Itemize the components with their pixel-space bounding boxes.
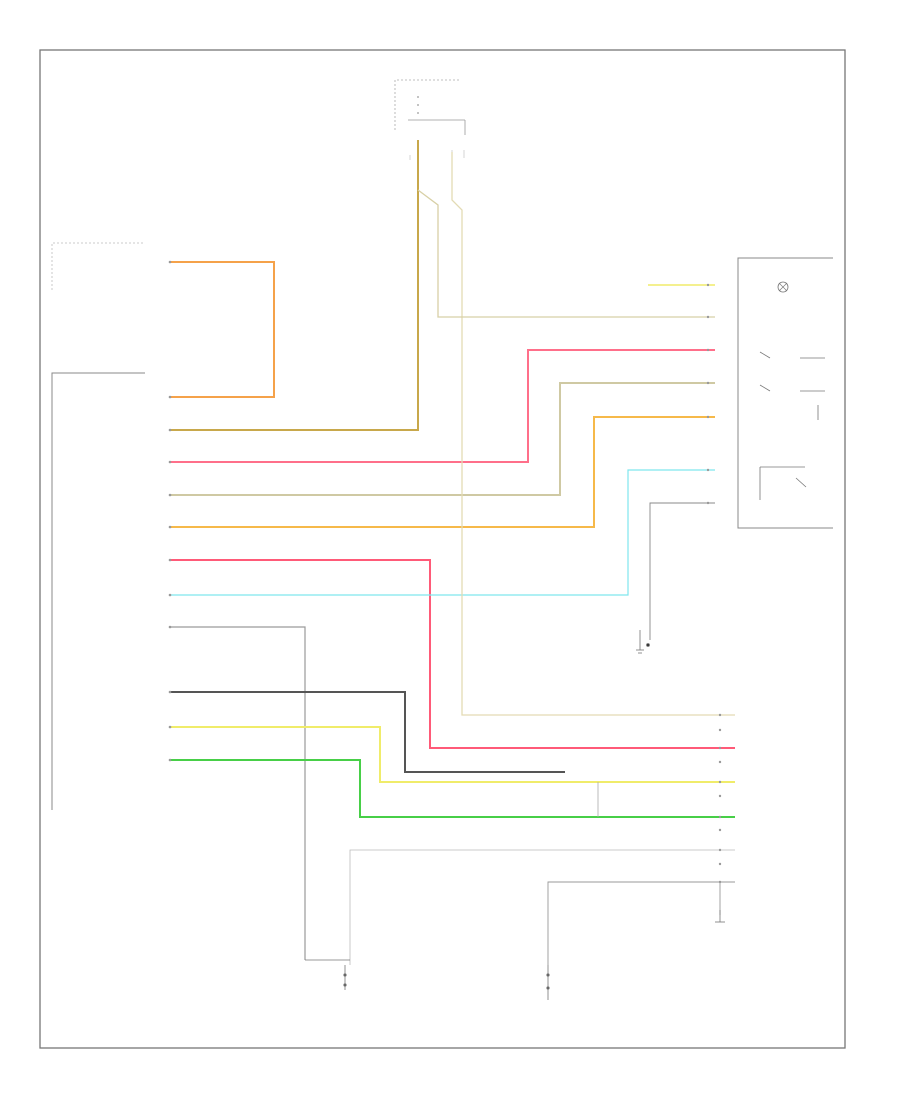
wire-dark-grey	[170, 691, 565, 773]
wire-beige	[170, 382, 715, 496]
wire-green	[170, 759, 735, 818]
switch-icon	[759, 351, 825, 500]
wire-tan-ignition	[170, 140, 419, 431]
wire-red	[170, 559, 735, 749]
indicator-lamp-icon	[777, 281, 789, 293]
wire-beige-top	[417, 189, 715, 318]
wire-pink	[170, 349, 715, 463]
right-module	[737, 257, 833, 529]
wire-yellow-orange	[170, 416, 715, 528]
wire-grey-lower-1	[349, 849, 735, 965]
diagram-frame	[39, 49, 846, 1049]
top-connector	[394, 79, 466, 160]
ground-symbol-icon	[636, 630, 650, 654]
wire-cream-long	[451, 152, 735, 716]
ground-symbol-icon	[715, 910, 725, 923]
wire-orange	[170, 261, 275, 398]
left-terminals	[168, 260, 172, 762]
left-module-lower	[51, 372, 145, 810]
left-module-upper	[51, 242, 145, 290]
wire-grey	[170, 626, 306, 960]
right-terminals	[706, 283, 722, 884]
wire-light-blue	[170, 469, 715, 596]
ground-symbol-icon	[546, 965, 550, 1000]
wire-grey-thin	[649, 502, 715, 640]
wire-yellow	[170, 726, 735, 783]
wires	[170, 140, 735, 965]
ground-symbol-icon	[305, 959, 350, 990]
wire-grey-lower-2	[547, 881, 735, 965]
